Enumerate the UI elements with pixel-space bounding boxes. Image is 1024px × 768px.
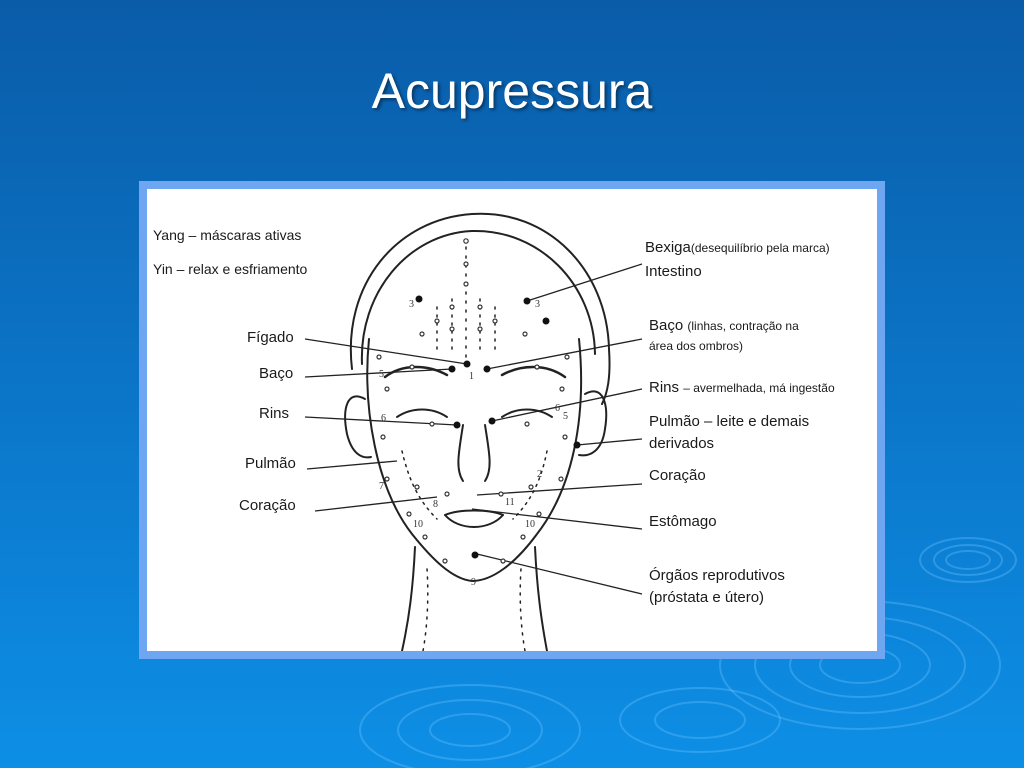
point-number: 10 [525, 519, 535, 530]
right-ear [578, 390, 608, 457]
label-coracao-right: Coração [649, 467, 706, 484]
slide-title: Acupressura [371, 63, 653, 119]
label-baco-right-name: Baço [649, 317, 684, 334]
label-rins-right: Rins – avermelhada, má ingestão [649, 379, 835, 397]
legend-yin: Yin – relax e esfriamento [153, 261, 308, 277]
label-rins-right-note: – avermelhada, má ingestão [683, 381, 835, 395]
lower-lip [444, 514, 504, 528]
left-eyebrow [383, 365, 449, 379]
label-baco-right-note-2: área dos ombros) [649, 339, 744, 353]
point-number: 1 [469, 371, 474, 382]
neck-right [534, 546, 548, 651]
point-number: 8 [433, 499, 438, 510]
point-number: 9 [471, 577, 476, 588]
label-bexiga: Bexiga(desequilíbrio pela marca) [645, 239, 830, 257]
point-number: 5 [563, 411, 568, 422]
label-intestino: Intestino [645, 263, 702, 280]
label-pulmao-left: Pulmão [245, 455, 296, 472]
hair-outline [349, 212, 611, 405]
label-bexiga-note: (desequilíbrio pela marca) [690, 241, 830, 255]
right-eye [501, 408, 553, 418]
point-number: 10 [413, 519, 423, 530]
label-coracao-left: Coração [239, 497, 296, 514]
point-number: 6 [381, 413, 386, 424]
label-baco-left: Baço [259, 365, 294, 382]
face-contour [366, 338, 583, 583]
left-eye [396, 408, 448, 418]
label-estomago: Estômago [649, 513, 717, 530]
label-baco-right-note: (linhas, contração na [687, 319, 799, 333]
label-figado: Fígado [247, 329, 294, 346]
label-rins-right-name: Rins [649, 379, 680, 396]
point-number: 11 [505, 497, 515, 508]
upper-lip [444, 509, 504, 516]
point-number: 3 [535, 299, 540, 310]
left-ear [344, 395, 372, 459]
label-bexiga-name: Bexiga [645, 239, 691, 256]
point-number: 7 [379, 481, 384, 492]
label-rins-left: Rins [259, 405, 290, 422]
label-baco-right: Baço (linhas, contração na [649, 317, 799, 335]
label-orgaos-2: (próstata e útero) [649, 589, 765, 606]
label-orgaos-1: Órgãos reprodutivos [649, 567, 785, 584]
label-pulmao-right-2: derivados [649, 435, 715, 452]
legend-yang: Yang – máscaras ativas [153, 227, 302, 243]
point-number: 6 [555, 403, 560, 414]
label-pulmao-right-1: Pulmão – leite e demais [649, 413, 810, 430]
face-drawing: 3 3 1 5 5 6 6 2 7 8 11 10 10 9 [304, 212, 643, 651]
neck-left [401, 546, 416, 651]
diagram-frame: 3 3 1 5 5 6 6 2 7 8 11 10 10 9 Yang – má… [139, 181, 885, 659]
face-acupressure-diagram: 3 3 1 5 5 6 6 2 7 8 11 10 10 9 Yang – má… [147, 189, 877, 651]
hair-inner-line [360, 229, 596, 365]
nose [457, 424, 491, 482]
point-number: 3 [409, 299, 414, 310]
point-number: 2 [537, 469, 542, 480]
right-eyebrow [500, 365, 567, 379]
point-number: 5 [379, 369, 384, 380]
